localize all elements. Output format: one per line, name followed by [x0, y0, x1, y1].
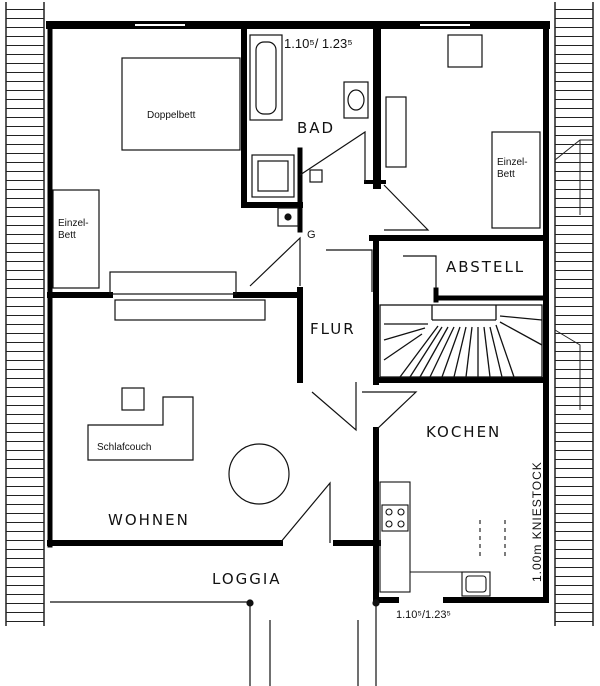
kitchen-dimension-label: 1.10⁵/1.23⁵	[396, 609, 451, 621]
einzelbett-left-shape	[52, 189, 100, 289]
roof-slope-left	[5, 2, 45, 626]
bathtub	[249, 34, 283, 121]
roof-slope-right	[554, 2, 594, 626]
label-einzelbett-left-2: Bett	[58, 230, 76, 241]
doors	[249, 130, 437, 544]
room-label-flur: FLUR	[310, 320, 356, 338]
room-label-loggia: LOGGIA	[212, 570, 282, 588]
label-schlafcouch: Schlafcouch	[97, 442, 151, 453]
staircase	[379, 304, 543, 378]
shower-tray	[251, 154, 295, 198]
label-einzelbett-right-1: Einzel-	[497, 157, 528, 168]
label-doppelbett: Doppelbett	[147, 110, 196, 121]
einzelbett-right-shape	[491, 131, 541, 229]
toilet	[343, 81, 369, 119]
room-label-wohnen: WOHNEN	[108, 511, 190, 529]
room-label-bad: BAD	[297, 119, 335, 137]
room-label-abstell: ABSTELL	[446, 258, 525, 276]
label-einzelbett-left-1: Einzel-	[58, 218, 89, 229]
kniestock-label: 1.00m KNIESTOCK	[530, 461, 544, 582]
label-einzelbett-right-2: Bett	[497, 169, 515, 180]
g-symbol: G	[307, 229, 316, 241]
doppelbett-shape	[121, 57, 241, 151]
furniture-shapes	[52, 34, 541, 505]
room-label-kochen: KOCHEN	[426, 423, 501, 441]
bath-dimension-label: 1.10⁵/ 1.23⁵	[284, 36, 353, 51]
round-table	[228, 443, 290, 505]
bathroom-fixtures	[249, 34, 369, 227]
walls	[46, 21, 550, 603]
loggia-outline	[50, 599, 380, 686]
kitchen-fixtures	[379, 481, 506, 597]
